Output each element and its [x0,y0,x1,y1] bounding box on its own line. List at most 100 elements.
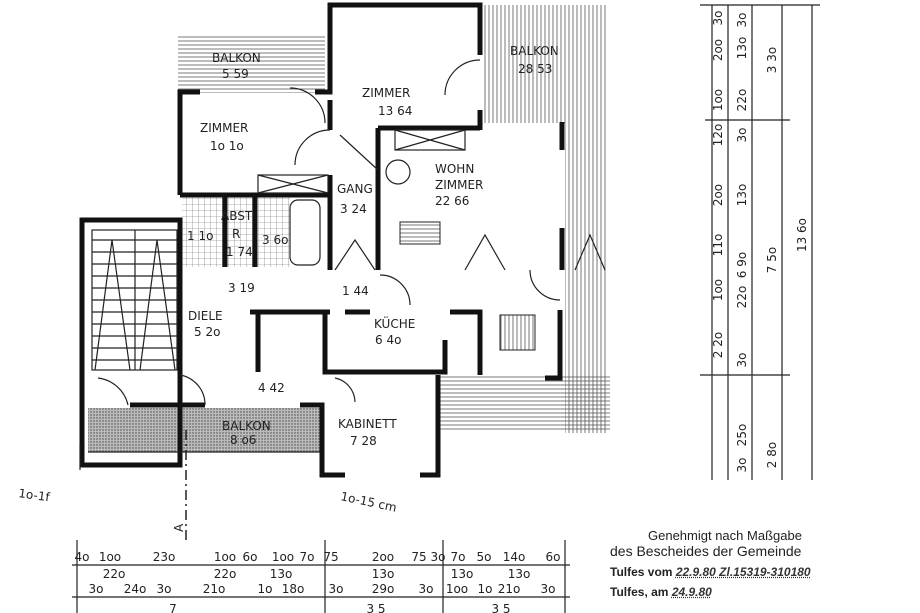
dim-bottom-row3: 3 5 [366,602,385,613]
dim-bottom-row3: 3 5 [491,602,510,613]
stamp-date: 24.9.80 [671,585,712,599]
fixtures [79,59,606,470]
dim-bottom-row2: 21o [498,582,521,596]
room-name-zimmer-1: ZIMMER [200,121,248,135]
dim-bottom-row2: 3o [157,582,172,596]
walls [88,2,565,478]
dim-right-a: 12o [711,124,725,147]
dim-bottom-row1b: 22o [214,567,237,581]
dim-right-a: 1oo [711,279,725,301]
room-area-zimmer-2: 13 64 [378,104,412,118]
dim-right-b: 3o [735,128,749,143]
dim-bottom-row1: 3o [431,550,446,564]
room-area-flur: 3 19 [228,281,255,295]
dim-right-a: 1oo [711,89,725,111]
room-sub-abst: R [232,227,240,241]
dim-bottom-row2: 3o [329,582,344,596]
room-name-gang: GANG [337,182,373,196]
dim-right-a: 2oo [711,39,725,61]
stamp-line-4-prefix: Tulfes, am [610,585,669,599]
dim-right-b: 25o [735,424,749,447]
dim-bottom-row1: 2oo [372,550,394,564]
dim-bottom-row1: 7o [451,550,466,564]
dim-right-a: 2 2o [711,332,725,358]
room-area-zimmer-1: 1o 1o [210,139,244,153]
room-area-balkon-s: 8 o6 [230,433,256,447]
dim-bottom-row2: 24o [124,582,147,596]
handnote-left: 1o-1f [18,486,52,504]
dim-right-b: 6 9o [735,252,749,278]
dim-right-b: 3o [735,458,749,473]
dim-bottom-row1: 5o [477,550,492,564]
room-name-diele: DIELE [188,309,223,323]
room-name-kabinett: KABINETT [338,417,397,431]
stamp-line-4: Tulfes, am 24.9.80 [610,585,910,599]
dim-bottom-row2: 1o [478,582,493,596]
dim-bottom-row1: 1oo [99,550,121,564]
dim-right-d: 13 6o [795,218,809,252]
terrace-hatch [440,375,610,430]
dim-bottom-row1: 23o [153,550,176,564]
room-area-diele: 5 2o [194,325,220,339]
dimension-lines [72,4,820,613]
room-area-wc: 1 1o [187,229,213,243]
dim-right-c: 3 3o [765,47,779,73]
dim-bottom-row1: 7o [300,550,315,564]
dim-bottom-row1: 14o [503,550,526,564]
dim-bottom-row1b: 13o [508,567,531,581]
dim-bottom-row1: 6o [546,550,561,564]
dim-right-b: 13o [735,184,749,207]
dim-right-c: 2 8o [765,442,779,468]
stamp-date-reference: 22.9.80 Zl.15319-310180 [675,565,811,579]
room-name-wohnzimmer-1: WOHN [435,162,474,176]
dim-bottom-row2: 3o [541,582,556,596]
balcony-nw [178,35,325,93]
room-area-balkon-ne: 28 53 [518,62,552,76]
dim-bottom-row2: 1o [258,582,273,596]
room-area-bad: 3 6o [262,233,288,247]
room-name-balkon-ne: BALKON [510,44,559,58]
room-name-abst: ABST [221,209,253,223]
stamp-line-3: Tulfes vom 22.9.80 Zl.15319-310180 [610,565,910,579]
room-name-balkon-s: BALKON [222,419,271,433]
room-area-abst: 1 74 [226,245,253,259]
dim-right-b: 3o [735,13,749,28]
dim-bottom-row1b: 13o [372,567,395,581]
dim-bottom-row1b: 22o [103,567,126,581]
room-name-balkon-nw: BALKON [212,51,261,65]
dim-right-b: 13o [735,37,749,60]
dim-bottom-row1: 75 [411,550,426,564]
room-area-gang: 3 24 [340,202,367,216]
dim-right-a: 11o [711,234,725,257]
dim-bottom-row2: 21o [203,582,226,596]
dim-bottom-row1: 75 [323,550,338,564]
dim-bottom-row1: 1oo [214,550,236,564]
room-area-essplatz: 4 42 [258,381,285,395]
dim-bottom-row2: 1oo [446,582,468,596]
dim-bottom-row2: 3o [89,582,104,596]
room-area-balkon-nw: 5 59 [222,67,249,81]
dim-right-c: 7 5o [765,247,779,273]
dim-bottom-row2: 3o [419,582,434,596]
room-area-kueche: 6 4o [375,333,401,347]
bathroom-tiles [182,197,290,267]
staircase [79,217,183,468]
dim-right-b: 3o [735,353,749,368]
dim-bottom-row1: 1oo [272,550,294,564]
dim-bottom-row1b: 13o [270,567,293,581]
dim-bottom-row2: 29o [372,582,395,596]
handnote-center: 1o-15 cm [339,489,398,515]
stamp-line-2: des Bescheides der Gemeinde [610,543,802,559]
approval-stamp: Genehmigt nach Maßgabe des Bescheides de… [610,528,910,599]
dim-bottom-row1: 4o [75,550,90,564]
section-marker: A [172,523,186,532]
room-area-vorraum: 1 44 [342,284,369,298]
room-area-wohnzimmer: 22 66 [435,194,469,208]
dim-right-b: 22o [735,89,749,112]
dim-bottom-row1b: 13o [451,567,474,581]
room-name-zimmer-2: ZIMMER [362,86,410,100]
dim-bottom-row2: 18o [282,582,305,596]
stamp-line-3-prefix: Tulfes vom [610,565,673,579]
